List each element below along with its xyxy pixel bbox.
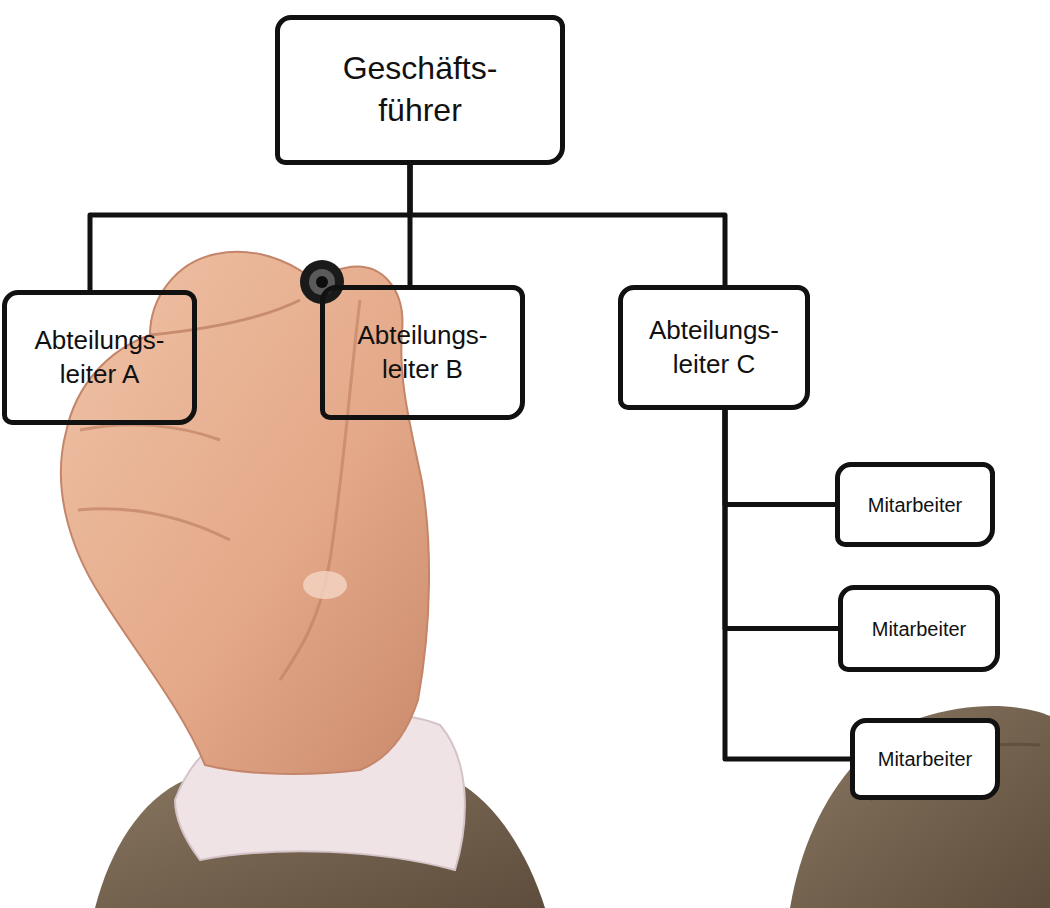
org-connector xyxy=(410,165,725,285)
finger-crease xyxy=(80,425,220,440)
box-label: Abteilungs- leiter A xyxy=(17,324,182,392)
org-connector xyxy=(725,410,838,629)
org-connector xyxy=(725,410,850,759)
org-connector xyxy=(90,165,410,290)
box-label: Abteilungs- leiter C xyxy=(632,314,797,382)
box-label: Mitarbeiter xyxy=(868,492,962,518)
org-box: Abteilungs- leiter C xyxy=(618,285,810,410)
org-box: Mitarbeiter xyxy=(835,462,995,547)
box-label: Mitarbeiter xyxy=(878,746,972,772)
thumbnail xyxy=(303,571,347,599)
org-box: Geschäfts- führer xyxy=(275,15,565,165)
org-box: Mitarbeiter xyxy=(838,585,1000,672)
org-connector xyxy=(725,410,835,505)
org-box: Abteilungs- leiter A xyxy=(2,290,197,425)
finger-crease xyxy=(78,509,230,540)
suit-shoulder xyxy=(790,706,1050,908)
org-box: Mitarbeiter xyxy=(850,718,1000,800)
org-box: Abteilungs- leiter B xyxy=(320,285,525,420)
box-label: Geschäfts- führer xyxy=(320,48,520,131)
box-label: Mitarbeiter xyxy=(872,616,966,642)
finger-crease xyxy=(150,300,300,335)
marker-tip xyxy=(316,276,328,288)
box-label: Abteilungs- leiter B xyxy=(340,319,505,387)
